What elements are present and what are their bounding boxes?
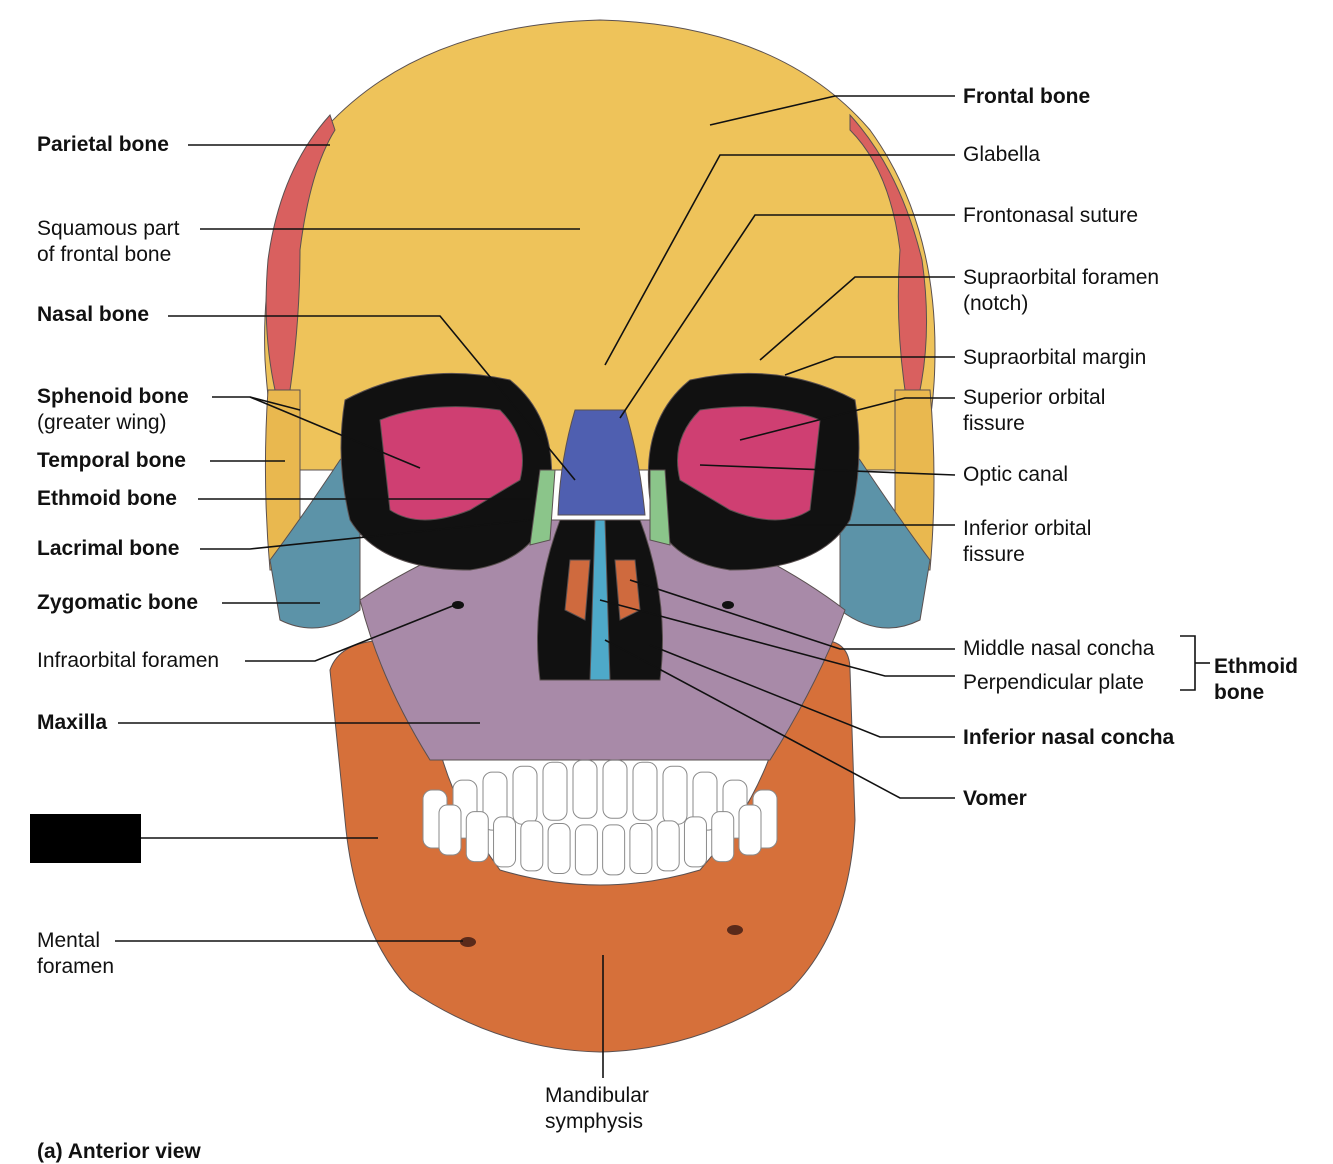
- mental-foramen-hole-right: [727, 925, 743, 935]
- lower-tooth: [629, 823, 653, 875]
- label-lacrimal-bone: Lacrimal bone: [37, 537, 180, 560]
- redacted-label: [30, 814, 141, 863]
- upper-tooth: [512, 765, 538, 825]
- lower-tooth: [738, 804, 762, 856]
- lower-tooth: [711, 811, 735, 863]
- figure-caption: (a) Anterior view: [37, 1140, 201, 1163]
- ethmoid-right: [649, 469, 671, 546]
- upper-tooth: [572, 759, 598, 819]
- label-inferior-nasal-concha: Inferior nasal concha: [963, 726, 1175, 749]
- label-sphenoid-sub: (greater wing): [37, 411, 167, 434]
- label-frontal-bone: Frontal bone: [963, 85, 1091, 108]
- label-parietal-bone: Parietal bone: [37, 133, 169, 156]
- lower-tooth: [602, 824, 626, 876]
- sphenoid-left: [379, 406, 523, 521]
- lower-tooth: [547, 823, 571, 875]
- label-optic-canal: Optic canal: [963, 463, 1069, 486]
- lower-tooth: [574, 824, 598, 876]
- label-inferior-orbital-fissure: Inferior orbital fissure: [963, 517, 1092, 566]
- label-middle-nasal-concha: Middle nasal concha: [963, 637, 1155, 660]
- label-frontonasal-suture: Frontonasal suture: [963, 204, 1139, 227]
- upper-tooth: [542, 761, 568, 821]
- lower-tooth: [683, 816, 707, 868]
- label-mental-foramen: Mental foramen: [37, 929, 115, 978]
- lower-tooth: [493, 816, 517, 868]
- ethmoid-left: [529, 469, 556, 546]
- label-maxilla: Maxilla: [37, 711, 108, 734]
- infraorbital-foramen-hole-right: [722, 601, 734, 609]
- lower-tooth: [520, 820, 544, 872]
- label-perpendicular-plate: Perpendicular plate: [963, 671, 1144, 694]
- label-zygomatic-bone: Zygomatic bone: [37, 591, 199, 614]
- upper-tooth: [632, 761, 658, 821]
- label-squamous-part: Squamous part of frontal bone: [37, 217, 180, 266]
- label-ethmoid-bone: Ethmoid bone: [37, 487, 177, 510]
- leader-lines: [115, 95, 1210, 1078]
- concha-left: [564, 559, 591, 621]
- infraorbital-foramen-hole: [452, 601, 464, 609]
- label-ethmoid-group: Ethmoid bone: [1214, 655, 1298, 704]
- upper-tooth: [602, 759, 628, 819]
- lower-tooth: [656, 820, 680, 872]
- label-supraorbital-margin: Supraorbital margin: [963, 346, 1147, 369]
- mental-foramen-hole: [460, 937, 476, 947]
- sphenoid-right: [677, 406, 821, 521]
- label-mandibular-symphysis: Mandibular symphysis: [545, 1084, 649, 1133]
- concha-right: [614, 559, 641, 621]
- label-infraorbital-foramen: Infraorbital foramen: [37, 649, 220, 672]
- label-vomer: Vomer: [963, 787, 1027, 810]
- label-nasal-bone: Nasal bone: [37, 303, 150, 326]
- label-superior-orbital-fissure: Superior orbital fissure: [963, 386, 1106, 435]
- lower-tooth: [438, 804, 462, 856]
- label-glabella: Glabella: [963, 143, 1041, 166]
- nasal-bone-shape: [557, 409, 646, 516]
- label-sphenoid-bone: Sphenoid bone: [37, 385, 189, 408]
- upper-tooth: [662, 765, 688, 825]
- teeth: [422, 759, 778, 876]
- label-temporal-bone: Temporal bone: [37, 449, 186, 472]
- label-supraorbital-foramen: Supraorbital foramen (notch): [963, 266, 1160, 315]
- lower-tooth: [465, 811, 489, 863]
